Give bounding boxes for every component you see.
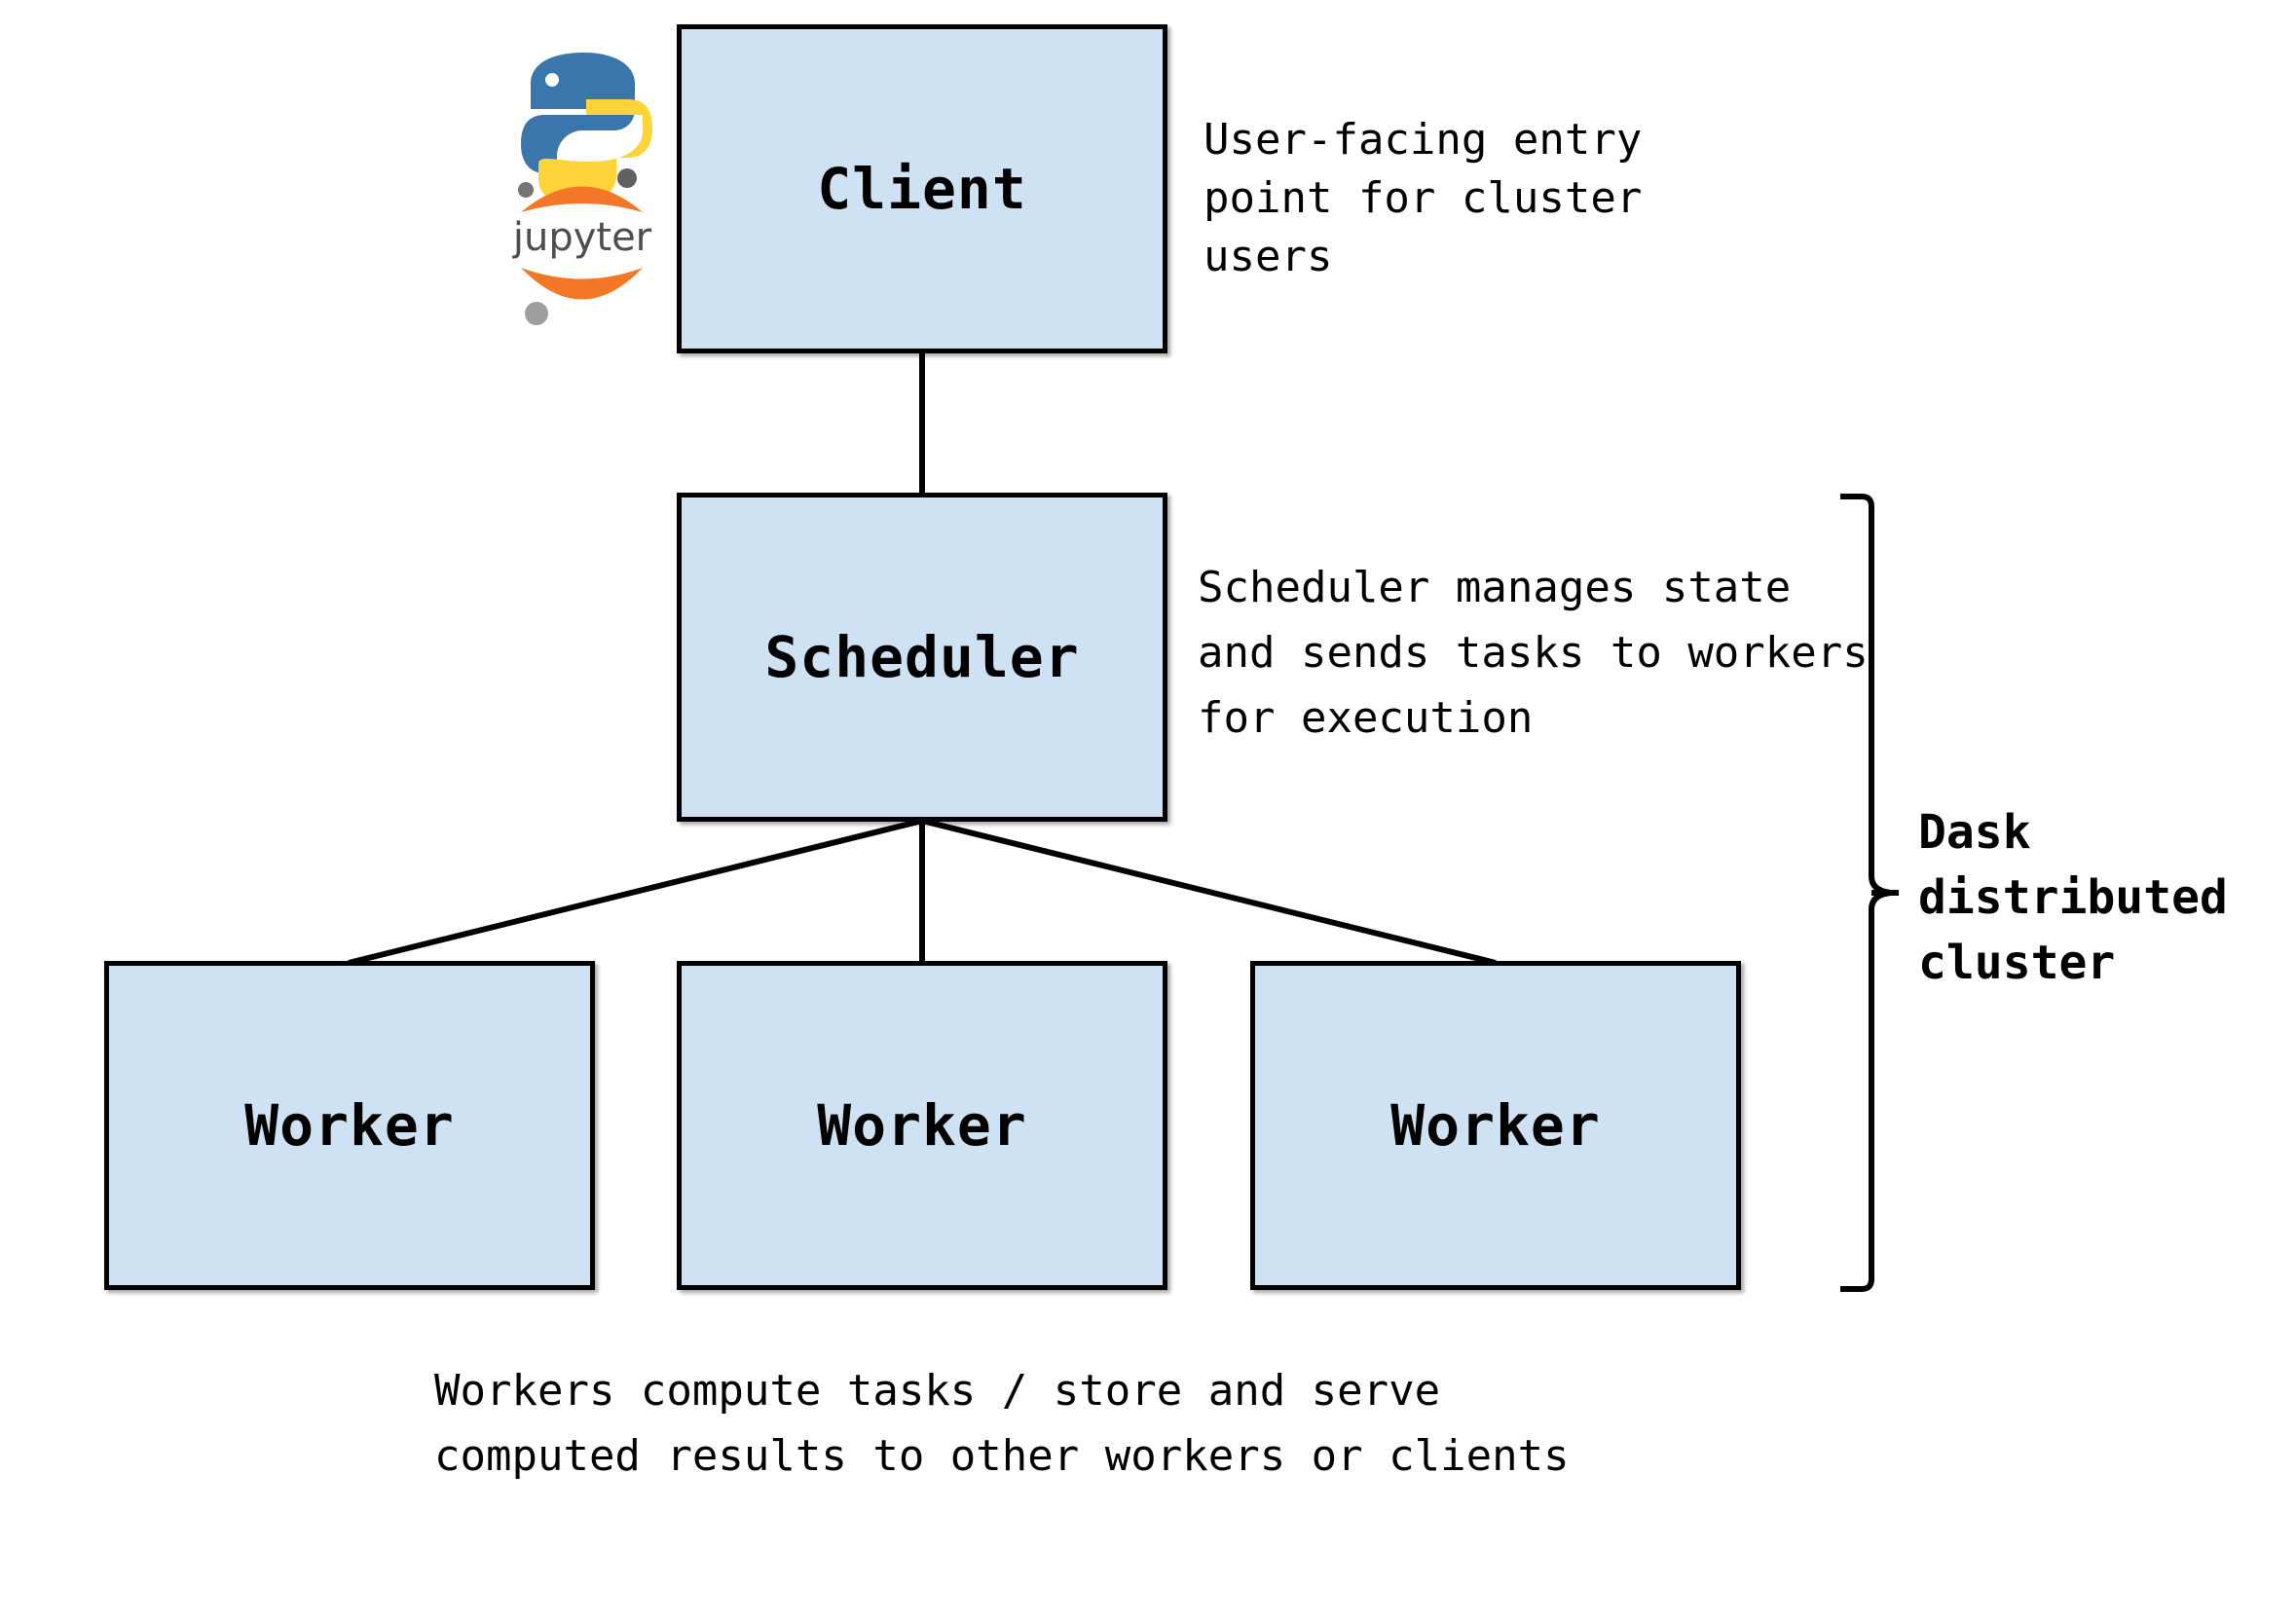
client-label: Client: [817, 156, 1027, 222]
worker-label: Worker: [244, 1092, 455, 1159]
scheduler-label: Scheduler: [764, 624, 1080, 690]
scheduler-description: Scheduler manages state and sends tasks …: [1198, 563, 1869, 743]
client-box: Client: [677, 24, 1167, 353]
workers-description: Workers compute tasks / store and serve …: [434, 1366, 1570, 1481]
python-logo-icon: [521, 53, 652, 201]
worker-label: Worker: [817, 1092, 1027, 1159]
jupyter-wordmark: jupyter: [512, 215, 652, 260]
worker-box-2: Worker: [677, 961, 1167, 1290]
scheduler-box: Scheduler: [677, 493, 1167, 822]
scheduler-worker-3-connector: [921, 818, 1497, 966]
worker-box-1: Worker: [104, 961, 595, 1290]
scheduler-worker-1-connector: [348, 818, 923, 966]
cluster-label: Dask distributed cluster: [1918, 805, 2228, 990]
jupyter-logo-icon: jupyter: [512, 168, 652, 325]
worker-label: Worker: [1390, 1092, 1601, 1159]
worker-box-3: Worker: [1250, 961, 1741, 1290]
client-description: User-facing entry point for cluster user…: [1204, 115, 1643, 281]
